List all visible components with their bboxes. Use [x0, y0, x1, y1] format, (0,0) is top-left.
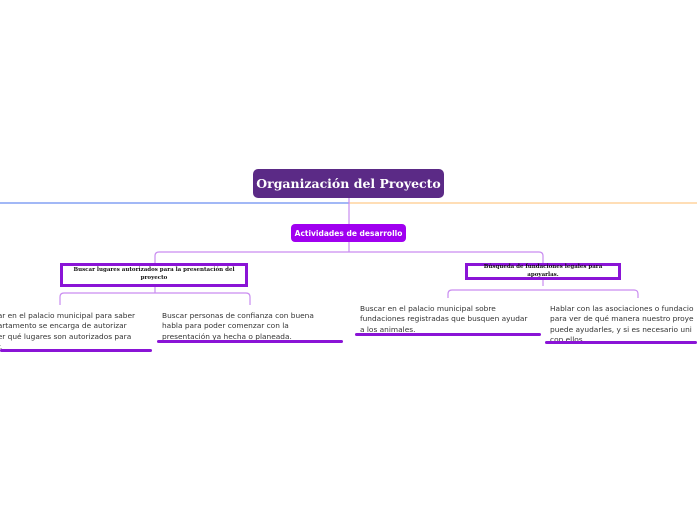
- activity-node[interactable]: Actividades de desarrollo: [291, 224, 406, 242]
- leaf-underline: [355, 333, 541, 336]
- branch-bracket: [154, 251, 544, 263]
- root-node[interactable]: Organización del Proyecto: [253, 169, 444, 198]
- leaf-underline: [0, 349, 152, 352]
- left-leaf-bracket: [59, 292, 251, 305]
- leaf-node-palacio-municipal[interactable]: gar en el palacio municipal para saber p…: [0, 311, 152, 349]
- leaf-node-personas-confianza[interactable]: Buscar personas de confianza con buena h…: [162, 311, 342, 341]
- leaf-text: Hablar con las asociaciones o fundacio p…: [550, 304, 694, 342]
- branch-node-fundaciones[interactable]: Búsqueda de fundaciones legales para apo…: [465, 263, 621, 280]
- branch-node-lugares[interactable]: Buscar lugares autorizados para la prese…: [60, 263, 248, 287]
- right-leaf-bracket: [447, 289, 639, 298]
- leaf-node-asociaciones[interactable]: Hablar con las asociaciones o fundacio p…: [550, 304, 697, 342]
- leaf-underline: [545, 341, 697, 344]
- root-title: Organización del Proyecto: [256, 176, 441, 191]
- branch-title: Buscar lugares autorizados para la prese…: [73, 267, 235, 281]
- leaf-node-fundaciones-registradas[interactable]: Buscar en el palacio municipal sobre fun…: [360, 304, 540, 334]
- leaf-text: Buscar personas de confianza con buena h…: [162, 311, 314, 341]
- leaf-text: gar en el palacio municipal para saber p…: [0, 311, 136, 349]
- leaf-underline: [157, 340, 343, 343]
- branch-title: Búsqueda de fundaciones legales para apo…: [483, 263, 603, 278]
- activity-label: Actividades de desarrollo: [294, 228, 403, 238]
- leaf-text: Buscar en el palacio municipal sobre fun…: [360, 304, 528, 334]
